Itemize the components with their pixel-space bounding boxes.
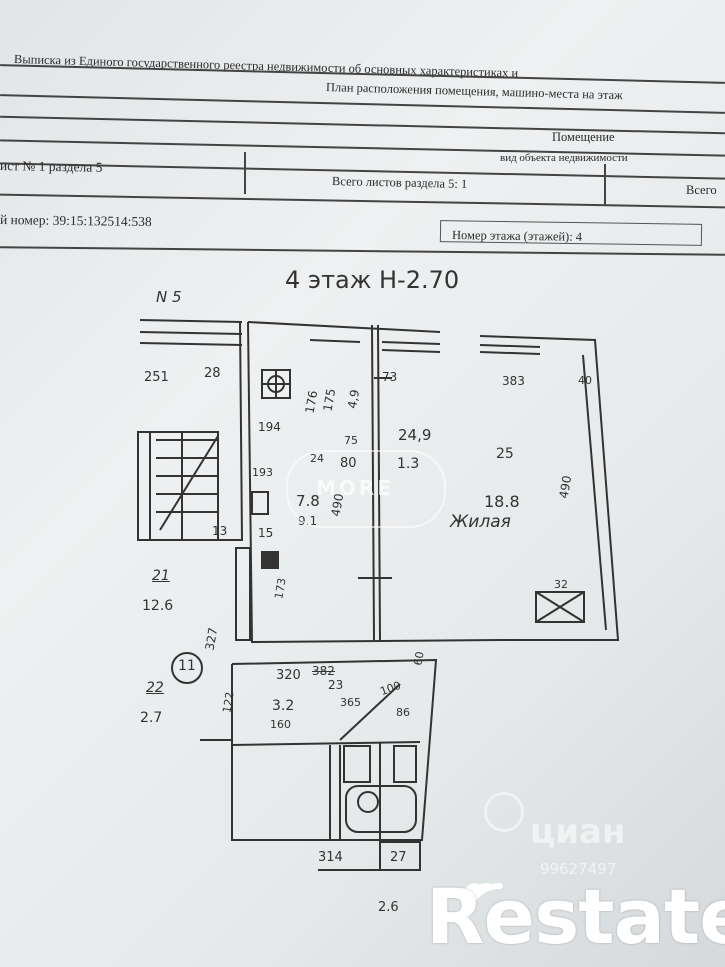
label-251: 251 — [144, 370, 169, 385]
toilet — [343, 745, 371, 783]
sheet-divider-1 — [244, 152, 246, 194]
label-zhilaya: Жилая — [450, 512, 511, 532]
cian-watermark: циан — [530, 812, 626, 852]
sheet-divider-2 — [604, 164, 606, 206]
label-n5: N 5 — [156, 288, 182, 306]
label-23: 23 — [328, 678, 344, 692]
label-365: 365 — [340, 696, 361, 709]
more-watermark-text: MORE — [316, 476, 394, 500]
top-wall — [247, 321, 441, 333]
cian-id-watermark: 99627497 — [540, 860, 617, 878]
label-room-22: 22 — [146, 680, 164, 696]
object-type-caption: вид объекта недвижимости — [500, 152, 628, 164]
washbasin — [393, 745, 417, 783]
restate-signal-icon — [463, 883, 503, 923]
label-383: 383 — [502, 374, 525, 388]
label-160: 160 — [270, 718, 291, 731]
corridor-box — [235, 547, 251, 641]
sink — [251, 491, 269, 515]
main-outline — [214, 321, 244, 541]
top-wall-right — [479, 335, 620, 641]
top-left-stair-lines — [139, 319, 243, 346]
label-room-21: 21 — [152, 568, 170, 584]
label-area-2-6: 2.6 — [378, 900, 399, 915]
label-24-9: 24,9 — [398, 426, 432, 444]
bathroom-outline — [231, 658, 438, 841]
radiator — [535, 591, 585, 623]
label-15: 15 — [258, 526, 274, 540]
marker-circle — [171, 652, 203, 684]
bathtub — [345, 785, 417, 833]
label-circle-11: 11 — [178, 658, 196, 674]
total-right: Всего — [686, 183, 717, 197]
label-27: 27 — [390, 850, 407, 865]
more-watermark: MORE — [286, 450, 446, 528]
right-wall-inner — [582, 354, 607, 631]
label-60: 60 — [411, 650, 427, 667]
label-194: 194 — [258, 420, 281, 434]
cian-logo-icon — [484, 792, 524, 832]
label-area-3-2: 3.2 — [272, 698, 295, 714]
staircase — [137, 431, 219, 541]
partition-wall — [371, 324, 375, 641]
label-area-2-7: 2.7 — [140, 710, 163, 726]
label-193: 193 — [252, 466, 273, 479]
label-320: 320 — [276, 668, 301, 683]
label-area-18-8: 18.8 — [484, 492, 520, 511]
boiler — [261, 551, 279, 569]
kitchen-left-wall — [247, 321, 501, 644]
label-13: 13 — [212, 524, 228, 538]
label-area-12-6: 12.6 — [142, 598, 174, 614]
label-28: 28 — [204, 366, 221, 381]
label-40: 40 — [578, 374, 592, 387]
label-75: 75 — [344, 434, 358, 447]
label-314: 314 — [318, 850, 343, 865]
label-86: 86 — [396, 706, 410, 719]
label-73: 73 — [382, 370, 398, 384]
plan-title: 4 этаж Н-2.70 — [285, 266, 460, 294]
label-80: 80 — [340, 456, 357, 471]
label-382: 382 — [312, 664, 335, 678]
restate-logo: Restate — [426, 872, 725, 961]
label-room-25: 25 — [496, 446, 514, 462]
window-marks — [309, 339, 541, 355]
object-type-value: Помещение — [552, 130, 615, 144]
label-32: 32 — [554, 578, 568, 591]
